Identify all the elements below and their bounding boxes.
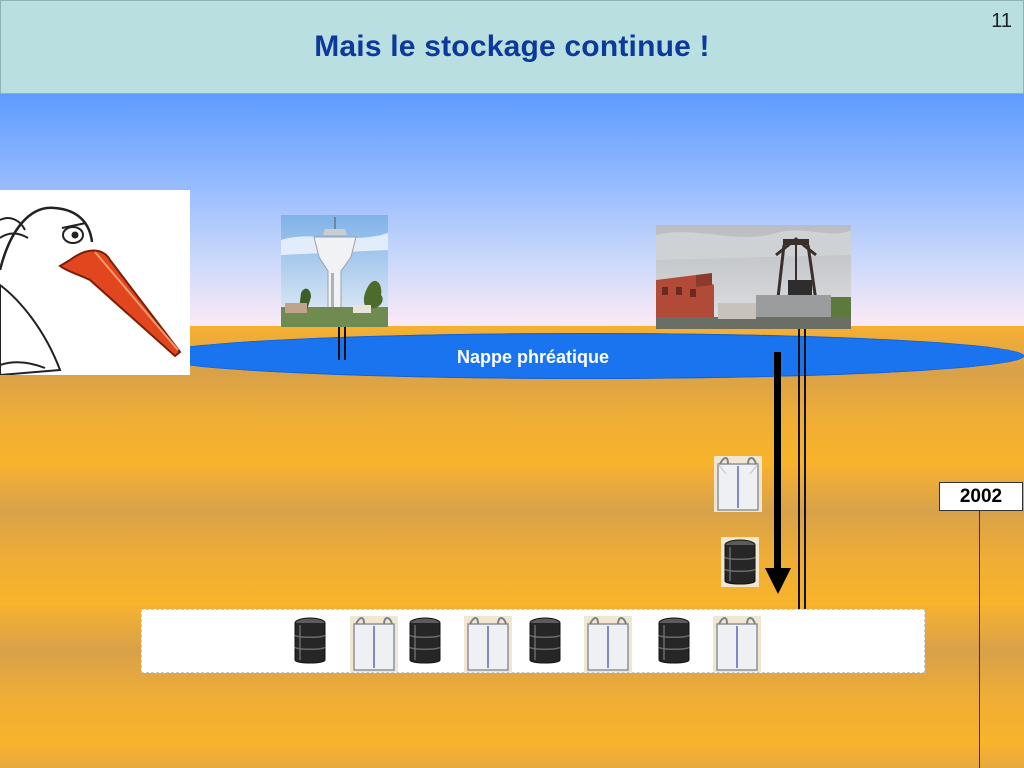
big-bag-icon	[714, 456, 762, 517]
ground-layers	[0, 326, 1024, 768]
slide-number: 11	[991, 10, 1012, 32]
slide-title: Mais le stockage continue !	[314, 30, 710, 63]
stored-big-bag-icon	[584, 616, 632, 677]
barrel-icon	[721, 537, 759, 592]
descent-arrow-shaft	[774, 352, 781, 570]
storage-gallery	[141, 609, 925, 673]
slide-header	[0, 0, 1024, 94]
water-tower-pipe	[338, 327, 346, 360]
aquifer: Nappe phréatique	[150, 333, 1024, 379]
stored-big-bag-icon	[350, 616, 398, 677]
water-tower-photo	[281, 215, 388, 327]
timeline-line	[979, 511, 980, 768]
stored-barrel-icon	[292, 616, 328, 671]
stored-barrel-icon	[656, 616, 692, 671]
descent-arrow-head	[765, 568, 791, 594]
stored-big-bag-icon	[713, 616, 761, 677]
mine-shaft-pipe	[798, 329, 806, 626]
stored-barrel-icon	[527, 616, 563, 671]
stored-big-bag-icon	[464, 616, 512, 677]
aquifer-label: Nappe phréatique	[456, 347, 610, 367]
year-marker: 2002	[939, 482, 1023, 511]
mine-headframe-photo	[656, 225, 851, 329]
stork-illustration	[0, 190, 190, 375]
stored-barrel-icon	[407, 616, 443, 671]
